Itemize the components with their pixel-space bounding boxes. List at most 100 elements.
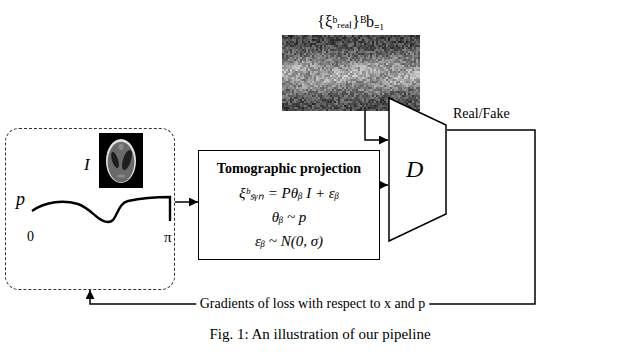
noise-cell <box>344 77 346 79</box>
noise-cell <box>328 41 330 43</box>
noise-cell <box>318 73 320 75</box>
noise-cell <box>290 67 292 69</box>
noise-cell <box>388 61 390 63</box>
noise-cell <box>328 55 330 57</box>
noise-cell <box>308 39 310 41</box>
noise-cell <box>302 91 304 93</box>
noise-cell <box>308 83 310 85</box>
noise-cell <box>352 51 354 53</box>
noise-cell <box>296 61 298 63</box>
noise-cell <box>380 59 382 61</box>
noise-cell <box>338 61 340 63</box>
noise-cell <box>344 55 346 57</box>
noise-cell <box>398 67 400 69</box>
noise-cell <box>320 59 322 61</box>
noise-cell <box>418 55 420 57</box>
noise-cell <box>370 65 372 67</box>
noise-cell <box>370 43 372 45</box>
noise-cell <box>346 41 348 43</box>
noise-cell <box>414 39 416 41</box>
noise-cell <box>408 55 410 57</box>
noise-cell <box>362 41 364 43</box>
noise-cell <box>282 83 284 85</box>
noise-cell <box>378 55 380 57</box>
noise-cell <box>370 77 372 79</box>
noise-cell <box>400 85 402 87</box>
noise-cell <box>350 69 352 71</box>
noise-cell <box>306 77 308 79</box>
noise-cell <box>342 65 344 67</box>
noise-cell <box>414 61 416 63</box>
noise-cell <box>328 57 330 59</box>
noise-cell <box>322 85 324 87</box>
noise-cell <box>316 59 318 61</box>
noise-cell <box>326 75 328 77</box>
noise-cell <box>338 55 340 57</box>
noise-cell <box>348 65 350 67</box>
noise-cell <box>336 49 338 51</box>
noise-cell <box>282 81 284 83</box>
noise-cell <box>332 59 334 61</box>
noise-cell <box>400 65 402 67</box>
noise-cell <box>328 81 330 83</box>
noise-cell <box>336 43 338 45</box>
noise-cell <box>292 81 294 83</box>
noise-cell <box>350 79 352 81</box>
noise-cell <box>320 41 322 43</box>
noise-cell <box>292 91 294 93</box>
noise-cell <box>312 37 314 39</box>
noise-cell <box>312 63 314 65</box>
noise-cell <box>364 45 366 47</box>
noise-cell <box>312 57 314 59</box>
noise-cell <box>372 81 374 83</box>
noise-cell <box>348 85 350 87</box>
noise-cell <box>334 47 336 49</box>
noise-cell <box>328 61 330 63</box>
noise-cell <box>392 49 394 51</box>
noise-cell <box>390 59 392 61</box>
noise-cell <box>340 87 342 89</box>
noise-cell <box>320 79 322 81</box>
noise-cell <box>288 65 290 67</box>
noise-cell <box>372 83 374 85</box>
noise-cell <box>362 49 364 51</box>
noise-cell <box>338 79 340 81</box>
noise-cell <box>336 71 338 73</box>
noise-cell <box>288 41 290 43</box>
noise-cell <box>328 85 330 87</box>
noise-cell <box>300 83 302 85</box>
noise-cell <box>378 53 380 55</box>
noise-cell <box>376 71 378 73</box>
noise-cell <box>282 49 284 51</box>
noise-cell <box>314 43 316 45</box>
noise-cell <box>326 45 328 47</box>
noise-cell <box>402 63 404 65</box>
noise-cell <box>382 53 384 55</box>
noise-cell <box>386 63 388 65</box>
noise-cell <box>284 59 286 61</box>
noise-cell <box>342 69 344 71</box>
noise-cell <box>356 61 358 63</box>
noise-cell <box>356 57 358 59</box>
noise-cell <box>376 39 378 41</box>
noise-cell <box>370 37 372 39</box>
noise-cell <box>284 49 286 51</box>
noise-cell <box>342 61 344 63</box>
noise-cell <box>392 59 394 61</box>
noise-cell <box>322 79 324 81</box>
noise-cell <box>376 37 378 39</box>
noise-cell <box>392 83 394 85</box>
noise-cell <box>416 75 418 77</box>
noise-cell <box>332 47 334 49</box>
noise-cell <box>284 91 286 93</box>
noise-cell <box>368 51 370 53</box>
noise-cell <box>384 71 386 73</box>
noise-cell <box>326 51 328 53</box>
noise-cell <box>376 47 378 49</box>
noise-cell <box>362 57 364 59</box>
noise-cell <box>378 47 380 49</box>
noise-cell <box>326 79 328 81</box>
noise-cell <box>414 55 416 57</box>
noise-cell <box>324 47 326 49</box>
noise-cell <box>376 87 378 89</box>
